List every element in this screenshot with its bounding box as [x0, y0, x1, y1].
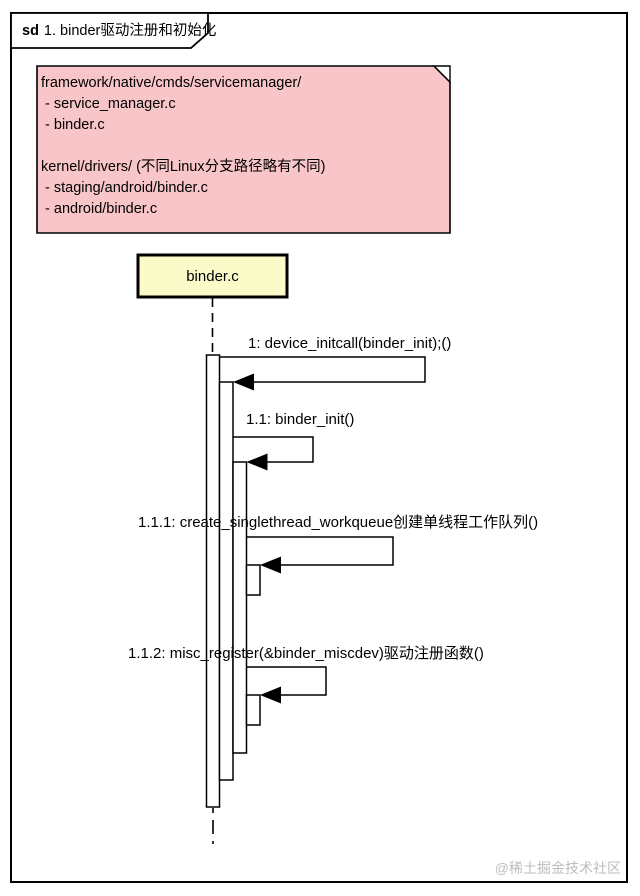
message-label-3: 1.1.1: create_singlethread_workqueue创建单线… [138, 514, 539, 531]
self-message-1-line [219, 356, 426, 383]
lifeline-head-label: binder.c [186, 267, 239, 285]
note-fold-corner [432, 65, 451, 84]
watermark: @稀土掘金技术社区 [494, 860, 621, 876]
message-label-2: 1.1: binder_init() [246, 411, 355, 428]
self-message-3-line [246, 536, 394, 566]
activation-bar-1 [205, 354, 221, 808]
activation-bar-3 [232, 461, 248, 754]
arrowhead-icon-3 [260, 556, 281, 574]
message-label-1: 1: device_initcall(binder_init);() [248, 335, 452, 352]
lifeline-head-box [136, 253, 289, 299]
note-line [41, 136, 325, 157]
frame-title-text: 1. binder驱动注册和初始化 [43, 23, 217, 39]
arrowhead-icon-1 [233, 373, 254, 391]
self-message-4-line [246, 666, 327, 696]
note-text: framework/native/cmds/servicemanager/ - … [41, 73, 325, 220]
note-line: - android/binder.c [41, 201, 158, 217]
frame-border [10, 12, 628, 883]
activation-bar-4a [245, 564, 261, 596]
activation-bar-4b [245, 694, 261, 726]
frame-keyword: sd [22, 23, 39, 39]
arrowhead-icon-2 [246, 453, 268, 471]
self-message-2-line [233, 436, 314, 463]
frame-title-tab [10, 12, 209, 49]
message-label-4: 1.1.2: misc_register(&binder_miscdev)驱动注… [128, 645, 484, 662]
note-line: - binder.c [41, 117, 105, 133]
activation-bar-2 [218, 381, 234, 781]
note-line: - service_manager.c [41, 96, 176, 112]
note-line: kernel/drivers/ (不同Linux分支路径略有不同) [41, 159, 326, 175]
arrowhead-icon-4 [260, 686, 281, 704]
note-line: - staging/android/binder.c [41, 180, 208, 196]
note-shape [36, 65, 451, 234]
note-line: framework/native/cmds/servicemanager/ [41, 75, 302, 91]
